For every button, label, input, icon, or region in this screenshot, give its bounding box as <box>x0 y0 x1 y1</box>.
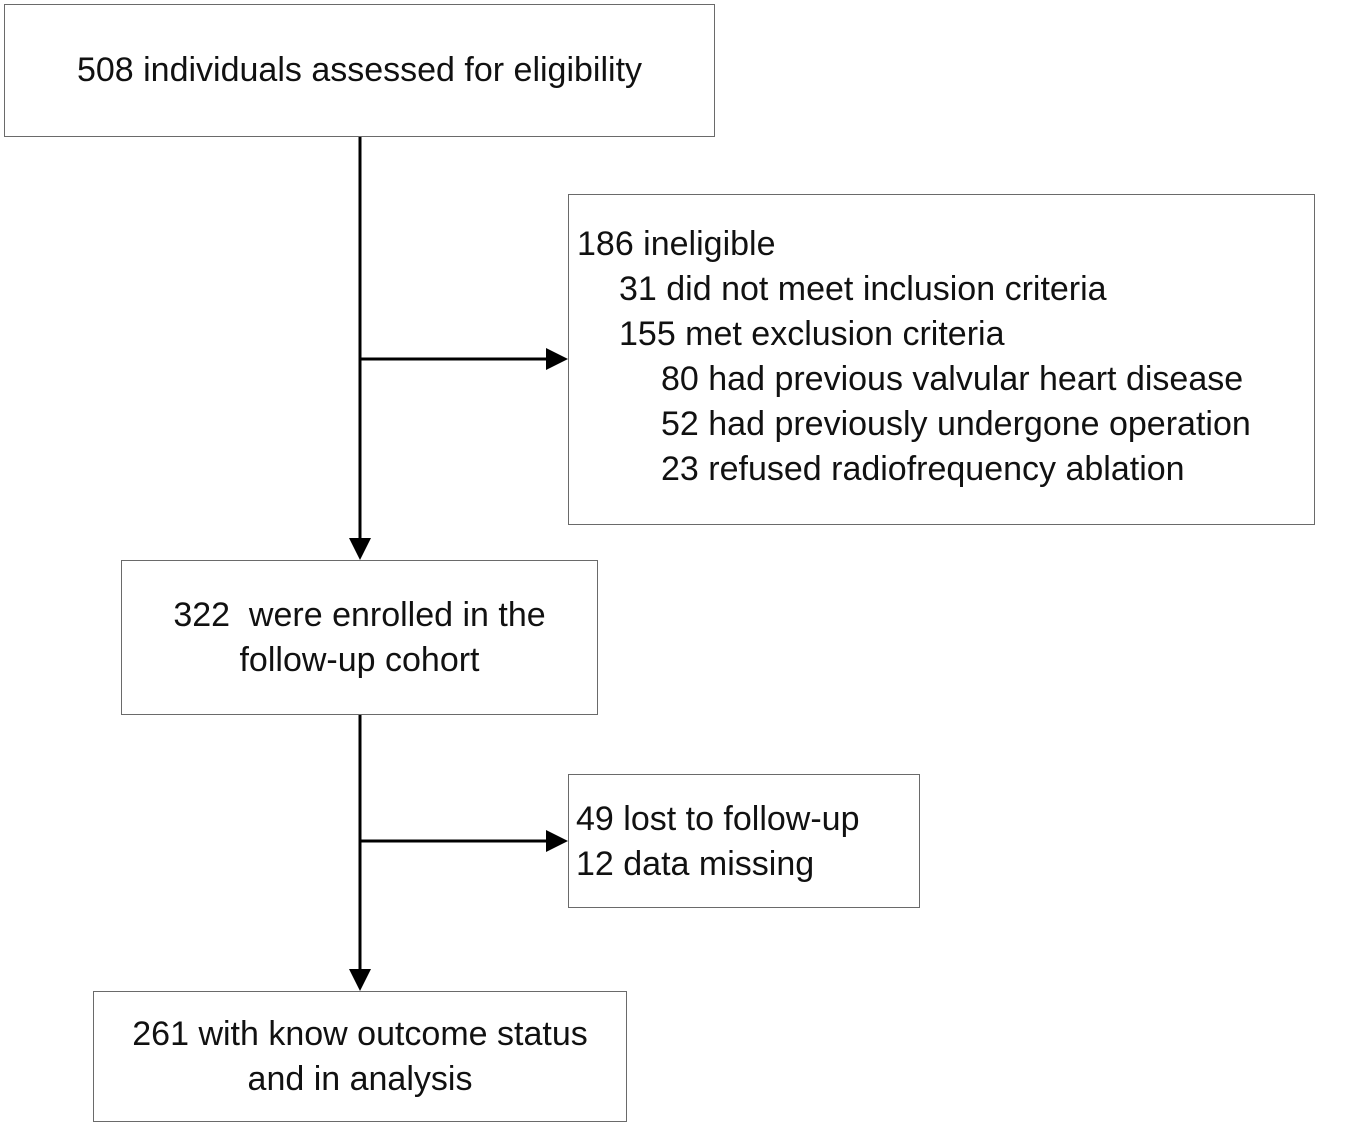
ineligible-line-1: 186 ineligible <box>577 225 776 263</box>
enrolled-box: 322 were enrolled in the follow-up cohor… <box>121 560 598 715</box>
arrowhead-to-ineligible <box>546 348 568 370</box>
ineligible-line-5: 52 had previously undergone operation <box>661 405 1251 443</box>
ineligible-line-2: 31 did not meet inclusion criteria <box>619 270 1107 308</box>
enrolled-line-1: 322 were enrolled in the <box>173 595 546 634</box>
arrowhead-to-analysis <box>349 969 371 991</box>
ineligible-box: 186 ineligible 31 did not meet inclusion … <box>568 194 1315 525</box>
lost-line-1: 49 lost to follow-up <box>576 800 860 838</box>
lost-line-2: 12 data missing <box>576 845 815 883</box>
arrowhead-to-lost <box>546 830 568 852</box>
analysis-box: 261 with know outcome status and in anal… <box>93 991 627 1122</box>
ineligible-list: 186 ineligible 31 did not meet inclusion … <box>577 222 1314 492</box>
arrowhead-to-enrolled <box>349 538 371 560</box>
ineligible-line-3: 155 met exclusion criteria <box>619 315 1005 353</box>
ineligible-line-4: 80 had previous valvular heart disease <box>661 360 1244 398</box>
lost-box: 49 lost to follow-up 12 data missing <box>568 774 920 908</box>
lost-list: 49 lost to follow-up 12 data missing <box>576 797 919 887</box>
analysis-line-2: and in analysis <box>247 1059 473 1098</box>
enrolled-line-2: follow-up cohort <box>239 640 480 679</box>
ineligible-line-6: 23 refused radiofrequency ablation <box>661 450 1185 488</box>
analysis-line-1: 261 with know outcome status <box>132 1014 588 1053</box>
assessed-line-1: 508 individuals assessed for eligibility <box>76 51 643 89</box>
assessed-box: 508 individuals assessed for eligibility <box>4 4 715 137</box>
